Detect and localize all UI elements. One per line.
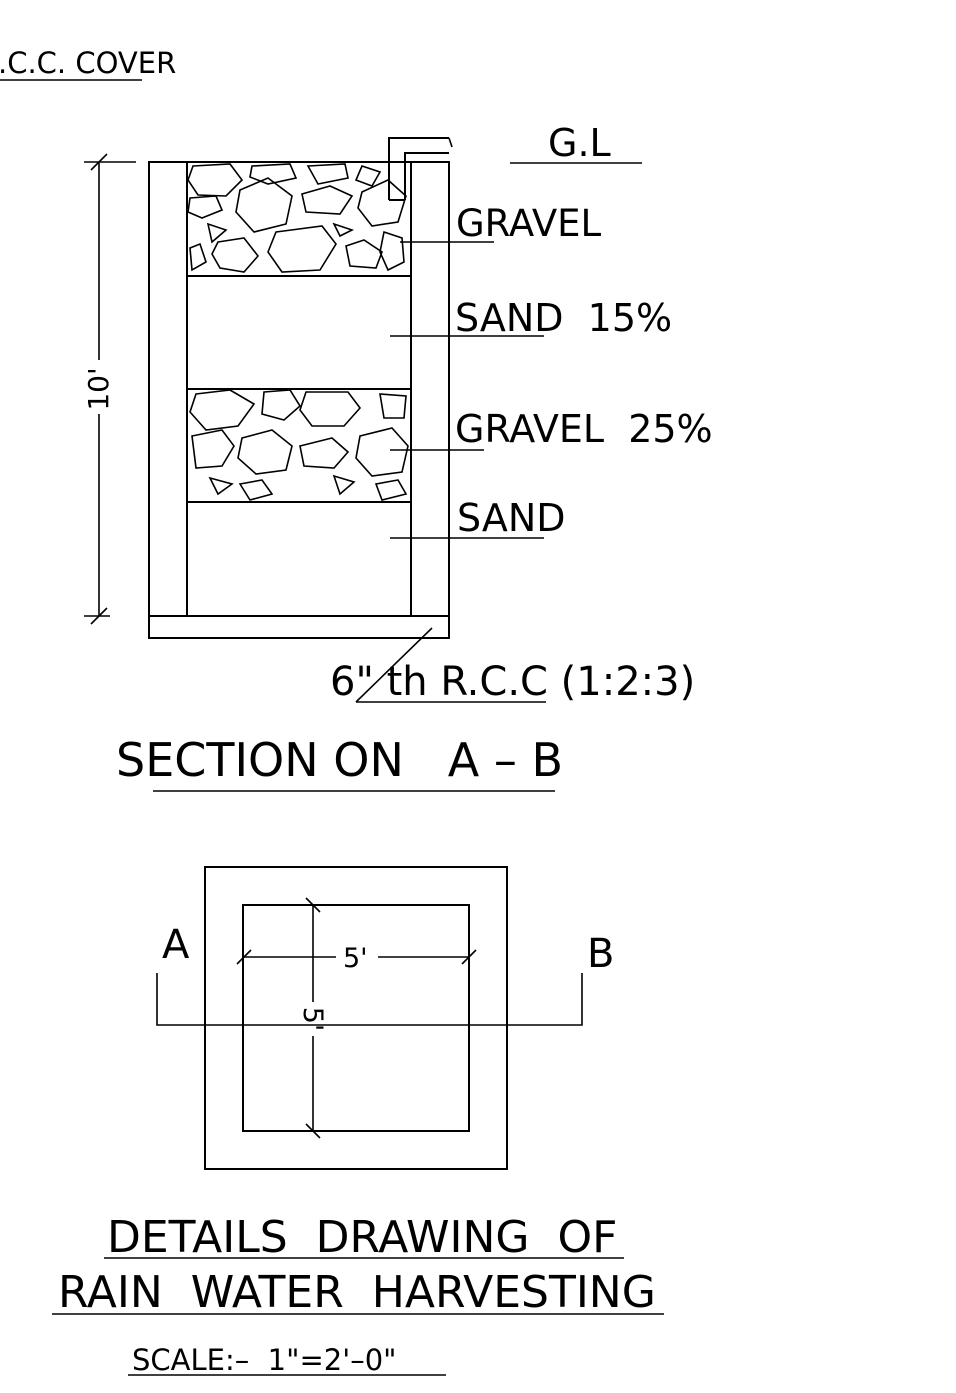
sand-bottom-label: SAND [457, 496, 566, 540]
section-title: SECTION ON A – B [116, 733, 563, 787]
width-tick-left [236, 949, 252, 965]
gravel-stones-middle [189, 389, 409, 501]
sand-layer-middle [186, 275, 412, 390]
plan-view: A B 5' 5' [156, 866, 614, 1170]
gravel-stones-top [187, 163, 407, 273]
section-mark-b: B [587, 931, 614, 977]
inlet-pipe [388, 137, 449, 201]
inlet-pipe-end [448, 137, 453, 148]
rcc-cover-label: .C.C. COVER [0, 46, 176, 80]
sand-layer-bottom [186, 501, 412, 617]
sand-mid-label: SAND 15% [455, 296, 672, 340]
base-leader-diagonal [355, 627, 433, 703]
gravel-layer-middle [186, 388, 412, 503]
depth-dimension-label: 10' [82, 367, 115, 410]
title-block: DETAILS DRAWING OF RAIN WATER HARVESTING… [52, 1212, 664, 1377]
length-tick-top [305, 897, 321, 913]
depth-label-mask [84, 360, 114, 414]
ground-level-label: G.L [548, 121, 611, 165]
gravel-top-label: GRAVEL [456, 202, 602, 245]
depth-tick-top [90, 153, 108, 171]
drawing-title-line2: RAIN WATER HARVESTING [58, 1267, 656, 1318]
width-dimension-label: 5' [343, 943, 368, 974]
drawing-title-line1: DETAILS DRAWING OF [107, 1212, 617, 1263]
section-cut-line [156, 973, 583, 1026]
gravel-mid-label: GRAVEL 25% [455, 407, 713, 451]
plan-wall-hatch [204, 866, 508, 1170]
gravel-layer-top [186, 161, 412, 277]
length-dimension-label: 5' [297, 1007, 328, 1032]
right-wall-hatch [410, 161, 450, 617]
length-tick-bottom [305, 1123, 321, 1139]
section-view: G.L GRAVEL SAND 15% GRAVEL 25% SAND 6" t… [82, 121, 713, 792]
plan-inner-pit [242, 904, 470, 1132]
rcc-base-slab [148, 615, 450, 639]
section-mark-a: A [162, 922, 190, 968]
depth-tick-bottom [90, 607, 108, 625]
base-slab-label: 6" th R.C.C (1:2:3) [330, 659, 695, 705]
scale-label: SCALE:– 1"=2'–0" [132, 1343, 396, 1377]
left-wall-hatch [148, 161, 188, 617]
width-tick-right [461, 949, 477, 965]
